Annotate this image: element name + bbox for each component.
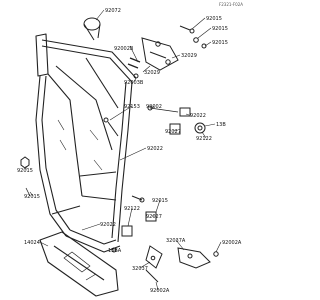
mount-bushings-middle [147,105,206,135]
callout-label: 92002A [150,288,170,294]
callout-label: 92022 [100,222,116,228]
parts-diagram: 92072 92015 92015 92002B 92015 32029 320… [17,8,242,297]
callout-label: 92022 [190,113,206,119]
callout-label: 92002B [114,46,134,52]
callout-label: 92015 [212,26,228,32]
callout-label: 92072 [105,8,121,14]
callout-label: 92015 [206,16,222,22]
callout-label: 32029 [144,70,160,76]
mount-bushings-lower [111,195,157,253]
bolt-set-upper [179,25,207,49]
leader-lines [25,9,222,291]
callout-label: 92002 [146,104,162,110]
motorcycle-frame [35,33,137,253]
callout-label: 13B [216,122,226,128]
callout-label: 32037A [166,238,186,244]
callout-label: 92027 [146,214,162,220]
skid-plate [39,231,119,297]
callout-labels: 92072 92015 92015 92002B 92015 32029 320… [17,8,242,294]
nut-left [20,156,31,197]
reference-code: F2321-F02A [218,2,243,7]
callout-label: 92015 [24,194,40,200]
callout-label: 92002A [222,240,242,246]
callout-label: 92122 [196,136,212,142]
callout-label: 92015 [212,40,228,46]
callout-label: 14024 [24,240,40,246]
callout-label: 92027 [165,129,181,135]
callout-label: 92022 [147,146,163,152]
callout-label: 92015 [17,168,33,174]
callout-label: 92153 [124,104,140,110]
callout-label: 92003B [124,80,144,86]
engine-bracket-lower [145,245,219,283]
hose-clamp-part [83,17,101,41]
bolt-92153 [103,117,119,137]
callout-label: 32037 [132,266,148,272]
engine-bracket-upper [127,37,179,79]
callout-label: 13BA [108,248,122,254]
callout-label: 32029 [181,53,197,59]
